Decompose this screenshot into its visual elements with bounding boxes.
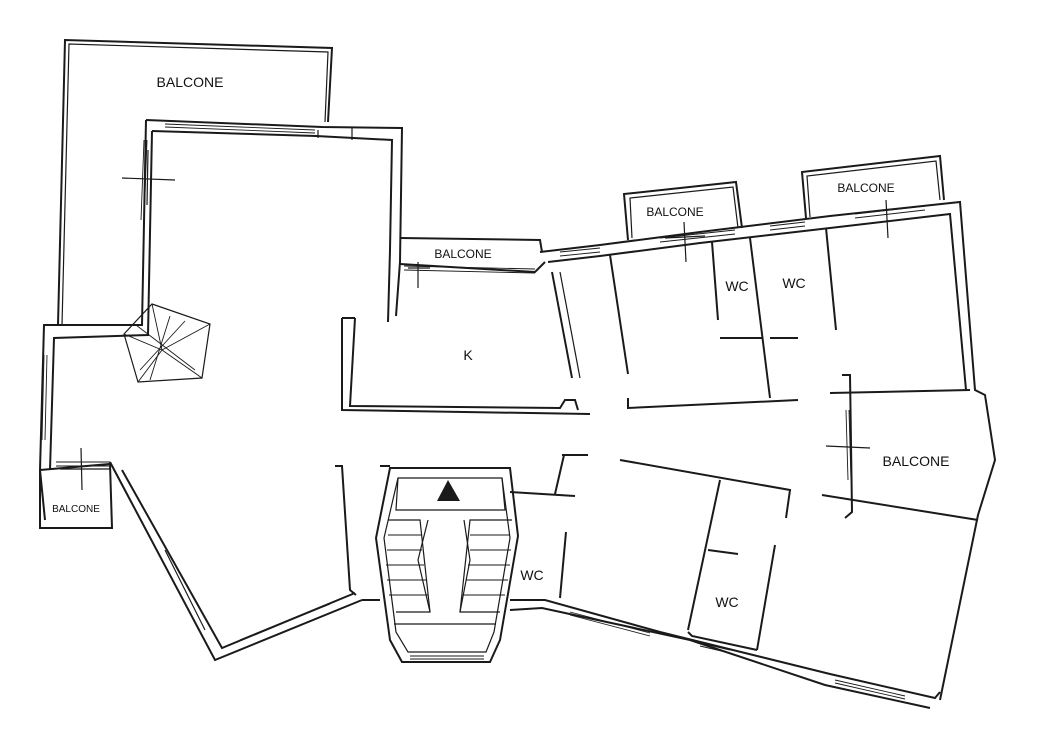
balcony-mid [622, 180, 743, 263]
kitchen-walls [341, 271, 591, 415]
label-balcone-right: BALCONE [883, 453, 950, 469]
label-balcone-kitchen: BALCONE [434, 247, 491, 261]
balcony-small-left [39, 447, 114, 529]
label-wc-1: WC [725, 278, 748, 294]
balcony-top-left [57, 38, 334, 326]
label-balcone-top-left: BALCONE [157, 74, 224, 90]
room-labels: BALCONE BALCONE BALCONE BALCONE BALCONE … [52, 74, 949, 610]
stair-core [374, 467, 520, 663]
balcony-top-right [800, 154, 945, 239]
stair-up-arrow-icon [437, 480, 460, 501]
label-wc-2: WC [782, 275, 805, 291]
label-wc-3: WC [520, 567, 543, 583]
west-apartment-walls [38, 119, 404, 662]
corridor-walls [335, 454, 941, 709]
balcony-kitchen [399, 237, 546, 288]
east-interior-walls [609, 227, 979, 651]
label-balcone-small-left: BALCONE [52, 504, 100, 515]
pentagon-shaft [123, 303, 211, 383]
label-balcone-mid: BALCONE [646, 205, 703, 219]
label-wc-4: WC [715, 594, 738, 610]
label-kitchen: K [463, 347, 473, 363]
east-walls-top [539, 200, 997, 701]
label-balcone-top-right: BALCONE [837, 181, 894, 195]
west-windows [41, 123, 316, 441]
